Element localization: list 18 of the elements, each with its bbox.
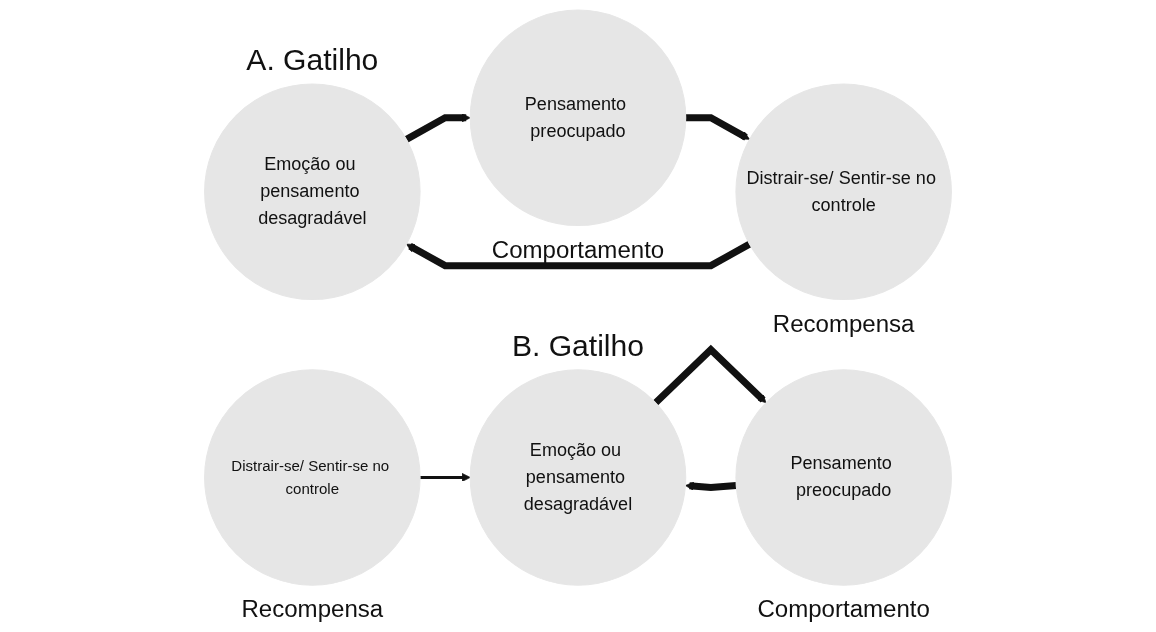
- node-label: A. Gatilho: [246, 42, 379, 76]
- node-circle: Pensamento preocupado: [735, 369, 952, 586]
- node-label: Comportamento: [491, 235, 665, 263]
- node-circle: Distrair-se/ Sentir-se no controle: [735, 83, 952, 300]
- arrow: [406, 241, 752, 270]
- node-circle: Distrair-se/ Sentir-se no controle: [204, 369, 421, 586]
- node-label: Comportamento: [757, 595, 930, 623]
- arrow: [685, 114, 750, 141]
- node-circle: Pensamento preocupado: [469, 9, 687, 227]
- arrow: [653, 344, 767, 406]
- node-label: Recompensa: [241, 595, 384, 623]
- node-label: B. Gatilho: [511, 328, 645, 362]
- node-label: Recompensa: [772, 309, 915, 337]
- arrow: [404, 113, 471, 143]
- arrow: [420, 473, 471, 482]
- arrow: [685, 481, 737, 491]
- node-circle: Emoção ou pensamento desagradável: [469, 369, 687, 586]
- node-circle: Emoção ou pensamento desagradável: [204, 83, 421, 300]
